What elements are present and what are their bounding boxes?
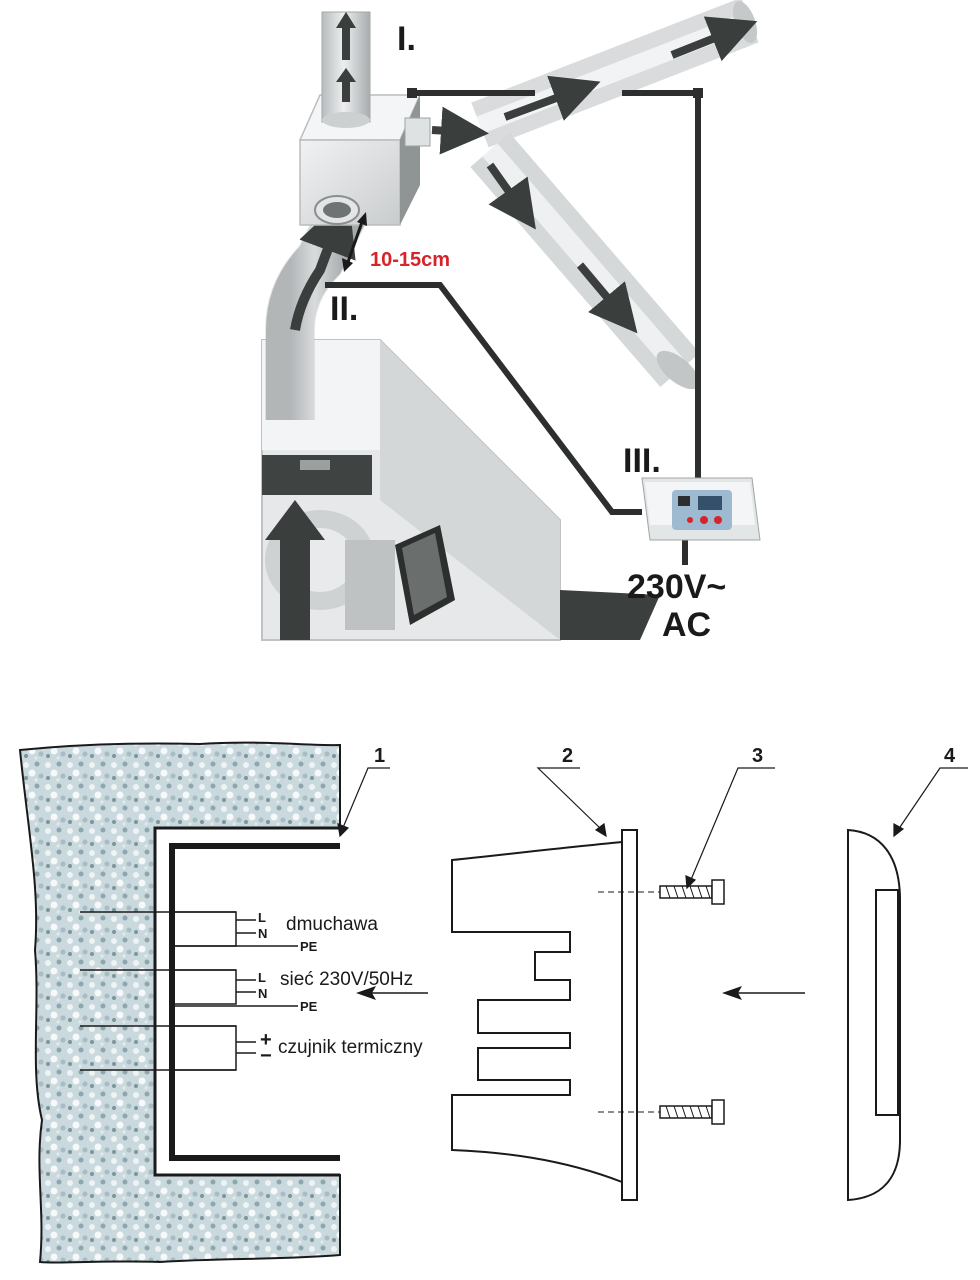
callout-3: 3 [752,745,763,767]
blower-N: N [258,926,267,941]
sensor-minus: − [260,1045,272,1067]
distribution-ducts [430,0,759,390]
blower-label: dmuchawa [286,914,378,935]
label-pipe: II. [330,290,358,328]
wall [18,741,341,1264]
airflow-arrow [265,500,325,640]
controller-base [451,829,672,1201]
distance-indicator: 10-15cm [342,212,450,272]
installation-diagram: 10-15cm I. II. III. 230V~ AC [261,0,761,644]
mains-label: sieć 230V/50Hz [280,969,413,990]
mains-L: L [258,970,266,985]
distance-label: 10-15cm [370,249,450,271]
label-controller: III. [623,442,661,480]
sensor-plus: + [260,1029,272,1051]
insert-arrow-cover [722,986,805,1000]
terminal-wiring [80,911,298,1071]
intake-pipe [265,193,368,420]
callout-4: 4 [944,745,956,767]
blower-PE: PE [300,939,318,954]
mains-PE: PE [300,999,318,1014]
insert-arrow-left [356,986,428,1000]
exhaust-pipe [321,11,371,128]
label-fan: I. [397,20,416,58]
callout-1: 1 [374,745,385,767]
mains-N: N [258,986,267,1001]
blower-L: L [258,910,266,925]
power-label-voltage: 230V~ [627,568,726,606]
mounting-diagram: L N PE L N PE + − dmuchawa sieć 230V/50H… [18,741,968,1264]
sensor-label: czujnik termiczny [278,1037,423,1058]
terminal-labels: L N PE L N PE + − [258,910,318,1067]
controller-cover [847,828,901,1202]
screw-bottom [659,1099,725,1125]
controller-unit [641,477,761,541]
callout-2: 2 [562,745,573,767]
fireplace [261,339,660,641]
screw-top [659,879,725,905]
power-label-ac: AC [662,606,711,644]
vent-grille [395,525,455,625]
callouts [337,767,968,890]
